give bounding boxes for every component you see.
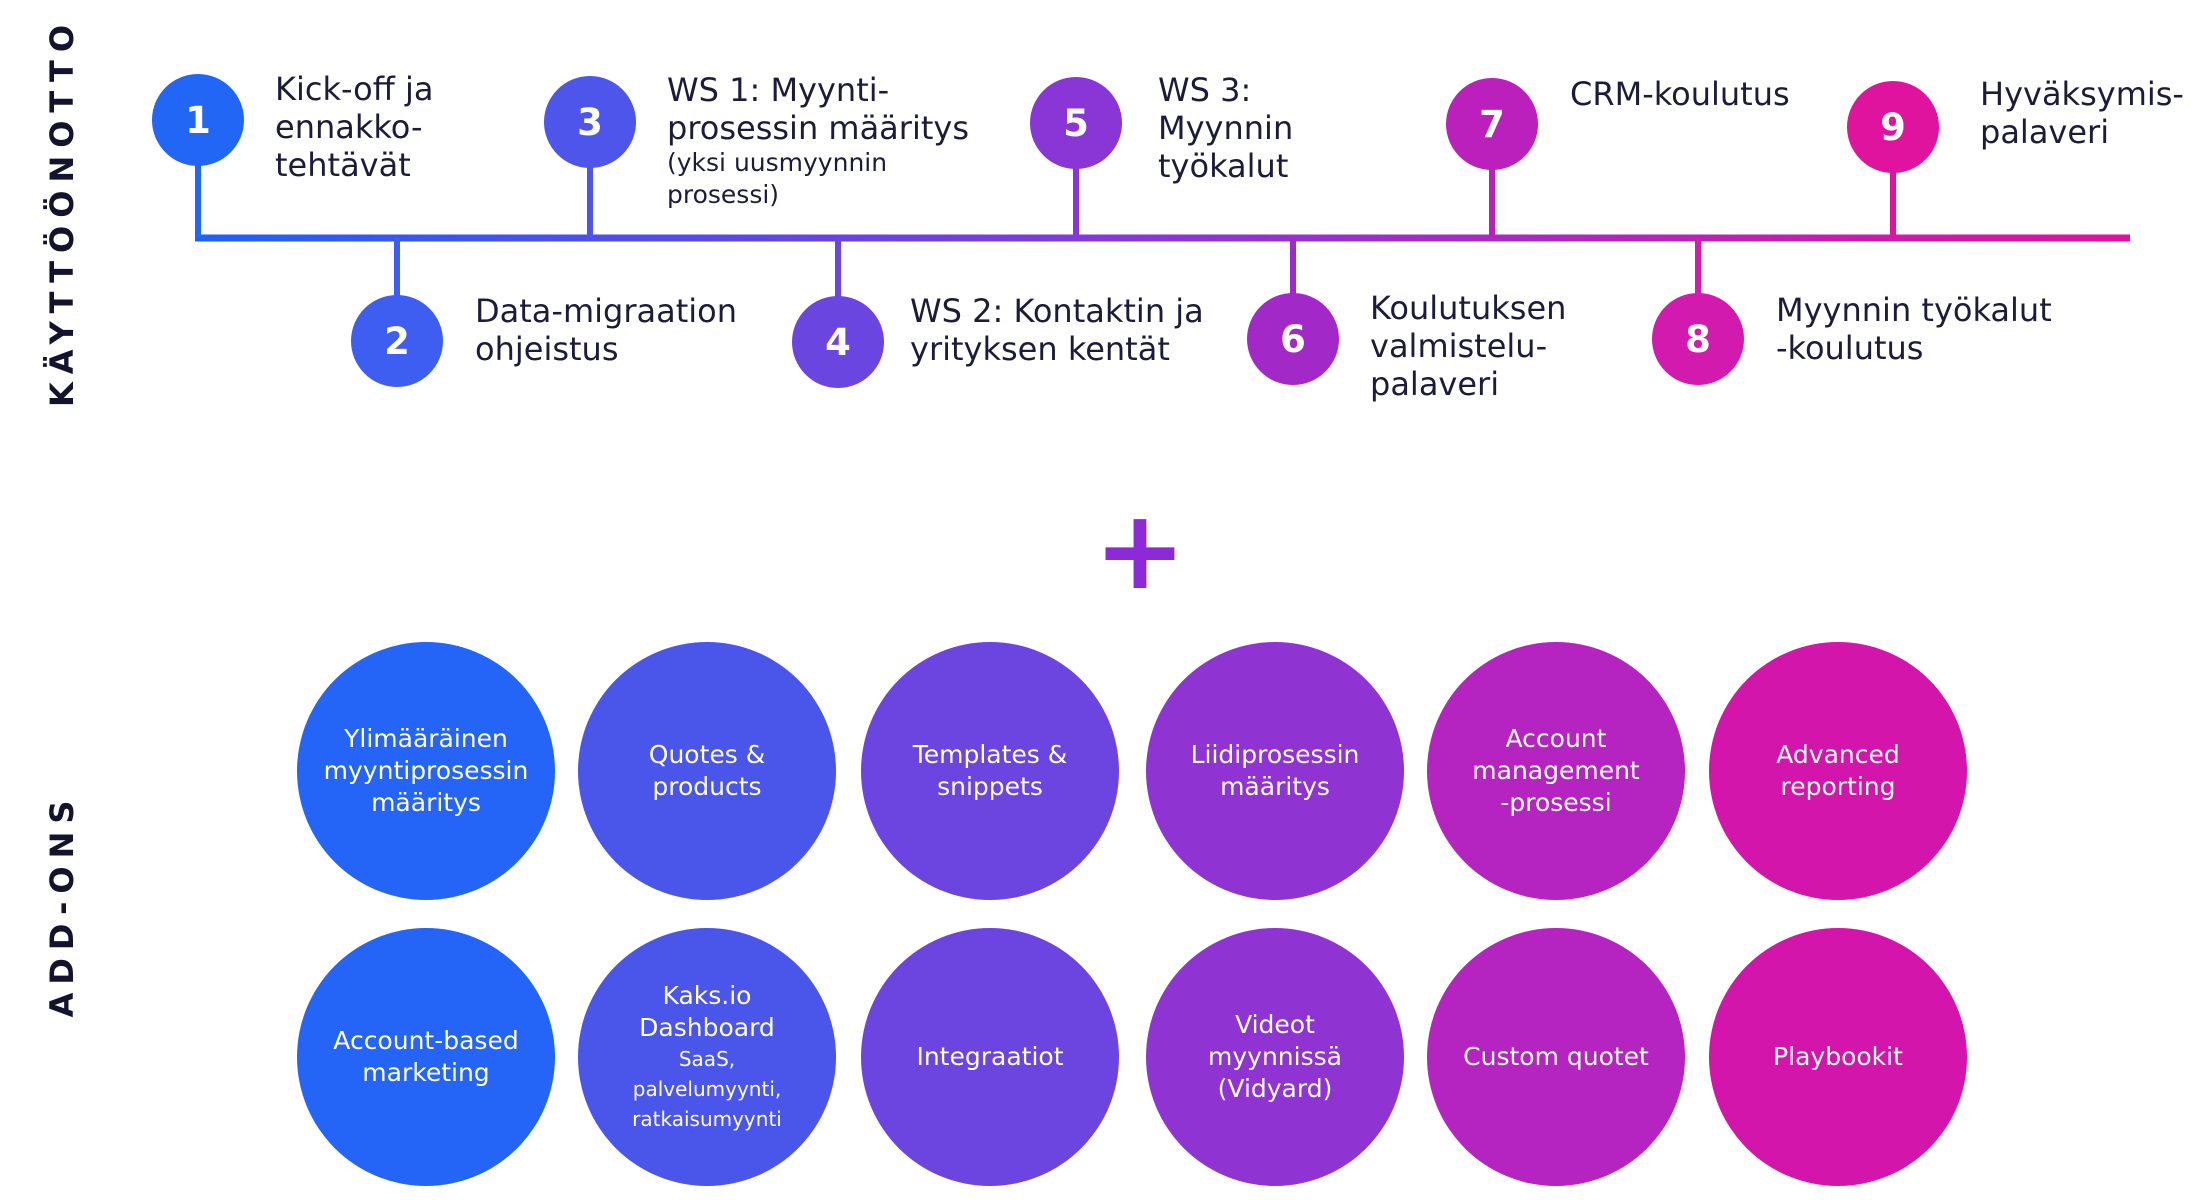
addon-templates-snippets: Templates &snippets bbox=[861, 642, 1119, 900]
step-number-circle: 6 bbox=[1247, 293, 1339, 385]
step-number-circle: 7 bbox=[1446, 78, 1538, 170]
addon-label: Templates &snippets bbox=[912, 740, 1068, 801]
step-label: Myynnin työkalut-koulutus bbox=[1776, 291, 2052, 367]
step-number-circle: 1 bbox=[152, 74, 244, 166]
step-number-circle: 9 bbox=[1847, 81, 1939, 173]
step-number-circle: 8 bbox=[1652, 293, 1744, 385]
step-text: Myynnin työkalut-koulutus bbox=[1776, 291, 2052, 367]
step-text: WS 1: Myynti-prosessin määritys (yksi uu… bbox=[667, 71, 969, 211]
step-number-circle: 4 bbox=[792, 296, 884, 388]
section-label-add-ons: ADD-ONS bbox=[43, 792, 81, 1018]
addon-playbooks: Playbookit bbox=[1709, 928, 1967, 1186]
addon-label: Playbookit bbox=[1773, 1042, 1903, 1071]
step-label: CRM-koulutus bbox=[1570, 75, 1790, 113]
addon-integrations: Integraatiot bbox=[861, 928, 1119, 1186]
step-label: WS 1: Myynti-prosessin määritys bbox=[667, 71, 969, 147]
addon-label: Integraatiot bbox=[916, 1042, 1064, 1071]
addon-label: Custom quotet bbox=[1463, 1042, 1649, 1071]
addon-sublabel: SaaS,palvelumyynti,ratkaisumyynti bbox=[632, 1047, 782, 1131]
step-text: CRM-koulutus bbox=[1570, 75, 1790, 113]
plus-icon: + bbox=[1093, 486, 1187, 614]
step-number-circle: 2 bbox=[351, 295, 443, 387]
step-number-circle: 3 bbox=[544, 76, 636, 168]
step-number-circle: 5 bbox=[1030, 77, 1122, 169]
addon-quotes-products: Quotes &products bbox=[578, 642, 836, 900]
step-text: Hyväksymis-palaveri bbox=[1980, 75, 2184, 151]
step-label: Hyväksymis-palaveri bbox=[1980, 75, 2184, 151]
addon-custom-quotes: Custom quotet bbox=[1427, 928, 1685, 1186]
addon-label: Quotes &products bbox=[648, 740, 766, 801]
